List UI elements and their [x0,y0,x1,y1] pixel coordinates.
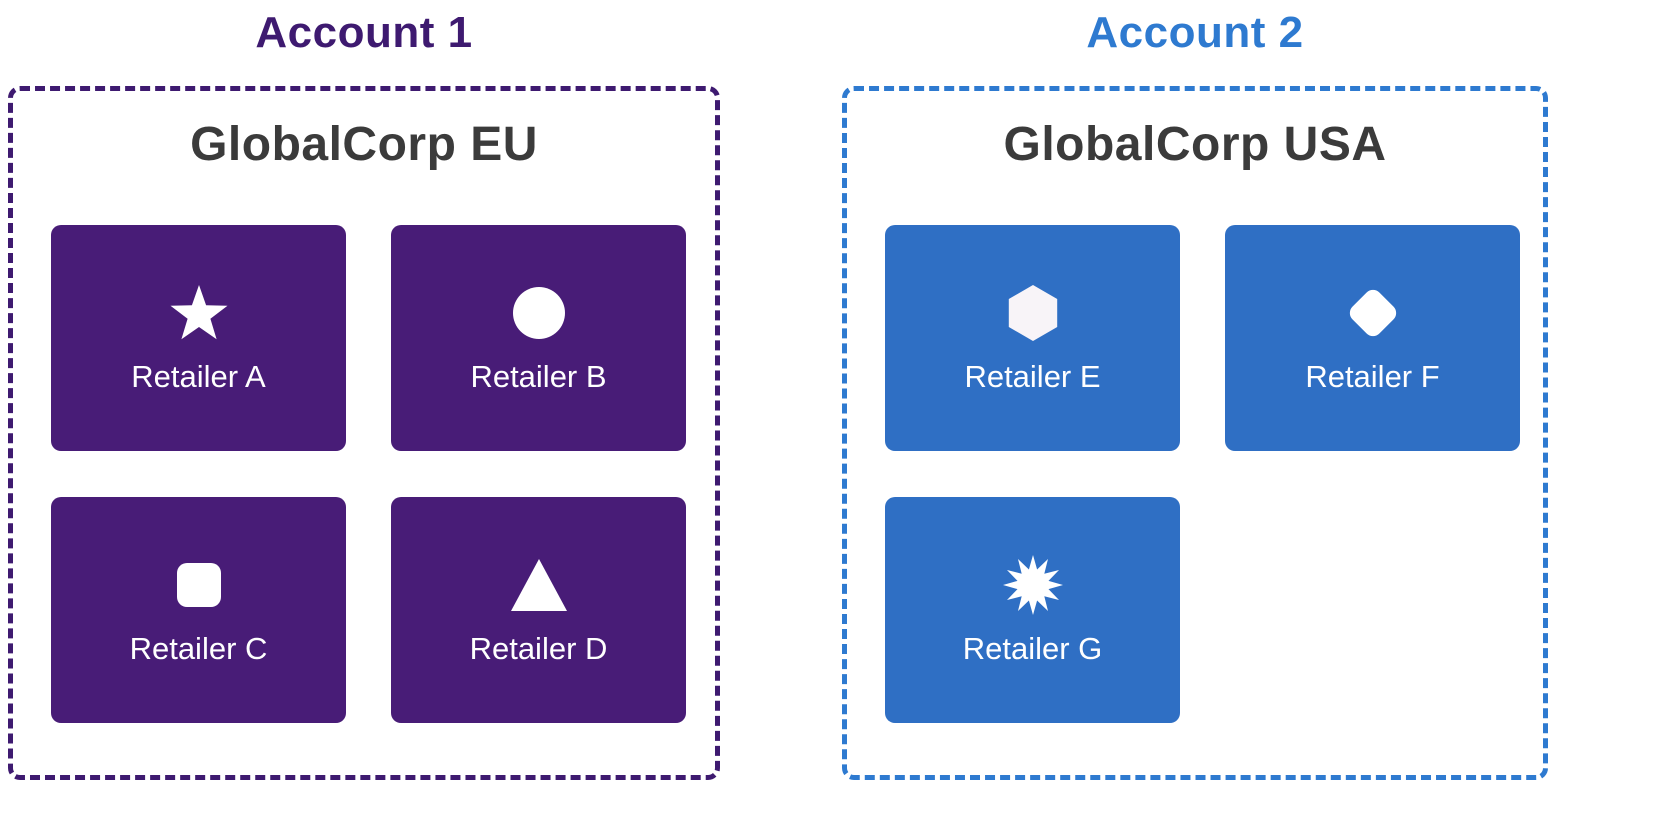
account-2-tiles: Retailer E Retailer F Retailer G [885,225,1520,723]
account-1-box: GlobalCorp EU Retailer A Retailer B [8,86,720,780]
retailer-g-label: Retailer G [962,631,1103,666]
retailer-c-label: Retailer C [129,631,268,666]
account-1-title: Account 1 [255,8,473,57]
company-name-usa: GlobalCorp USA [1003,118,1387,171]
account-2-title: Account 2 [1086,8,1304,57]
account-1-tiles: Retailer A Retailer B Retailer C [51,225,686,723]
retailer-e-label: Retailer E [964,359,1101,394]
triangle-icon [507,553,571,617]
retailer-e-tile: Retailer E [885,225,1180,451]
retailer-a-label: Retailer A [131,359,266,394]
retailer-b-label: Retailer B [470,359,607,394]
diamond-icon [1341,281,1405,345]
circle-icon [507,281,571,345]
retailer-g-tile: Retailer G [885,497,1180,723]
retailer-d-tile: Retailer D [391,497,686,723]
star-icon [167,281,231,345]
starburst-icon [1001,553,1065,617]
retailer-f-label: Retailer F [1305,359,1440,394]
retailer-f-tile: Retailer F [1225,225,1520,451]
company-name-eu: GlobalCorp EU [190,118,538,171]
retailer-c-tile: Retailer C [51,497,346,723]
account-2-box: GlobalCorp USA Retailer E Retailer F [842,86,1548,780]
retailer-d-label: Retailer D [469,631,608,666]
retailer-a-tile: Retailer A [51,225,346,451]
hexagon-icon [1001,281,1065,345]
retailer-b-tile: Retailer B [391,225,686,451]
rounded-square-icon [167,553,231,617]
